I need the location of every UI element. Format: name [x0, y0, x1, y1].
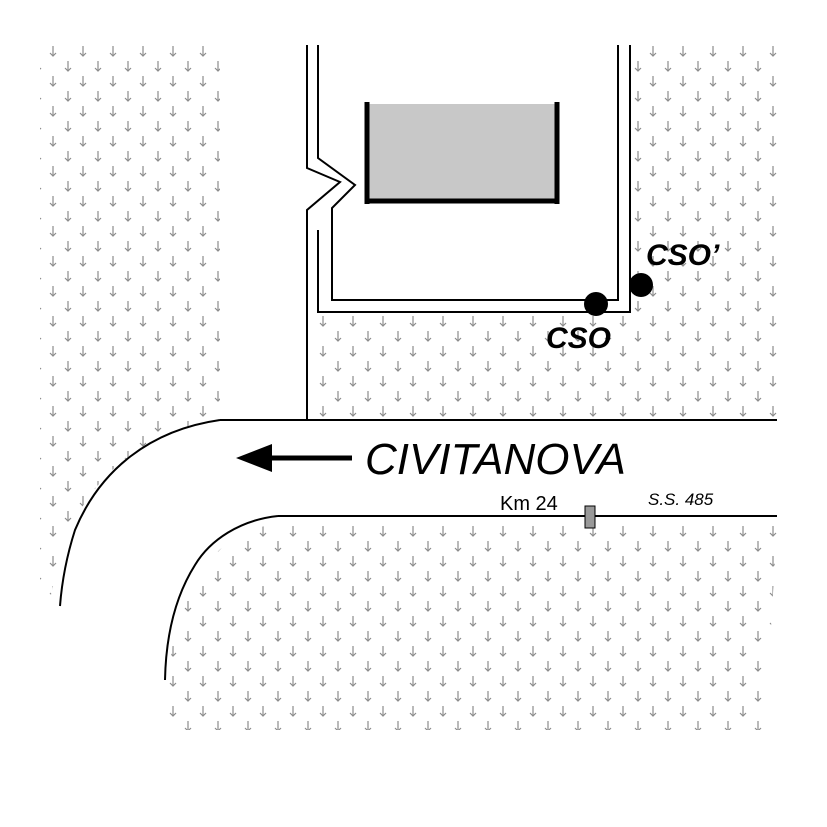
vegetation-area-north-east [632, 45, 777, 417]
building-edges [364, 102, 560, 204]
km-post-icon [584, 505, 596, 529]
vegetation-area-lot-south [315, 316, 632, 417]
km-marker-label: Km 24 [500, 493, 558, 515]
direction-label: CIVITANOVA [365, 435, 626, 484]
cso-prime-marker-dot[interactable] [629, 273, 653, 297]
left-arrow-icon [236, 444, 352, 472]
cso-prime-label: CSO’ [646, 239, 720, 272]
road-edges [59, 419, 777, 681]
vegetation-area-west [40, 45, 220, 600]
cso-label: CSO [546, 322, 611, 355]
lot-outline [306, 45, 631, 420]
road-label: S.S. 485 [648, 490, 714, 509]
cso-marker-dot[interactable] [584, 292, 608, 316]
building [367, 104, 557, 202]
vegetation-area-south [168, 525, 777, 730]
